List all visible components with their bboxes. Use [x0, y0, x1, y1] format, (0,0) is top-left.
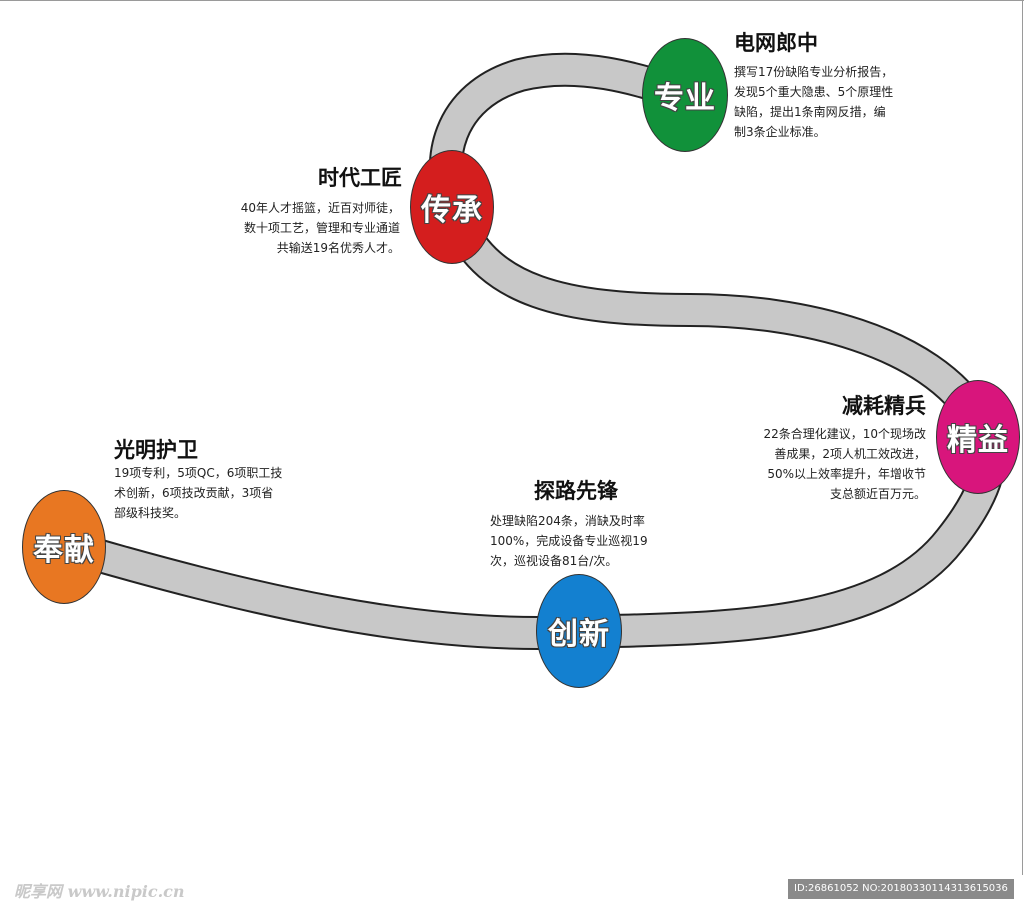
section-title-shidai: 时代工匠 — [318, 166, 402, 190]
section-desc-guangming: 19项专利，5项QC，6项职工技 术创新，6项技改贡献，3项省 部级科技奖。 — [114, 463, 282, 523]
desc-line: 40年人才摇篮，近百对师徒， — [240, 201, 400, 215]
desc-line: 善成果，2项人机工效改进， — [774, 447, 926, 461]
frame-right-border — [1022, 0, 1023, 875]
section-title-dianwang: 电网郎中 — [734, 31, 818, 55]
desc-line: 次，巡视设备81台/次。 — [490, 554, 618, 568]
desc-line: 共输送19名优秀人才。 — [276, 241, 400, 255]
section-desc-dianwang: 撰写17份缺陷专业分析报告， 发现5个重大隐患、5个原理性 缺陷，提出1条南网反… — [734, 62, 893, 142]
node-fengxian: 奉献 — [22, 490, 106, 604]
desc-line: 缺陷，提出1条南网反措，编 — [734, 105, 886, 119]
desc-line: 发现5个重大隐患、5个原理性 — [734, 85, 894, 99]
desc-line: 100%，完成设备专业巡视19 — [490, 534, 648, 548]
node-jingyi: 精益 — [936, 380, 1020, 494]
watermark-logo: 昵享网 www.nipic.cn — [14, 882, 185, 901]
desc-line: 50%以上效率提升，年增收节 — [767, 467, 926, 481]
node-chuancheng: 传承 — [410, 150, 494, 264]
desc-line: 数十项工艺，管理和专业通道 — [243, 221, 400, 235]
section-title-tanlu: 探路先锋 — [534, 479, 618, 503]
frame-top-border — [0, 0, 1024, 1]
section-desc-tanlu: 处理缺陷204条，消缺及时率 100%，完成设备专业巡视19 次，巡视设备81台… — [490, 511, 648, 571]
node-chuangxin: 创新 — [536, 574, 622, 688]
desc-line: 部级科技奖。 — [114, 506, 187, 520]
section-desc-shidai: 40年人才摇篮，近百对师徒， 数十项工艺，管理和专业通道 共输送19名优秀人才。 — [204, 198, 400, 258]
desc-line: 22条合理化建议，10个现场改 — [763, 427, 926, 441]
desc-line: 处理缺陷204条，消缺及时率 — [490, 514, 645, 528]
node-zhuanye: 专业 — [642, 38, 728, 152]
watermark-id-bar: ID:26861052 NO:20180330114313615036 — [788, 879, 1014, 899]
desc-line: 制3条企业标准。 — [734, 125, 826, 139]
desc-line: 术创新，6项技改贡献，3项省 — [114, 486, 274, 500]
section-title-guangming: 光明护卫 — [114, 438, 198, 462]
section-title-jianhao: 减耗精兵 — [842, 394, 926, 418]
desc-line: 19项专利，5项QC，6项职工技 — [114, 466, 283, 480]
desc-line: 撰写17份缺陷专业分析报告， — [734, 65, 894, 79]
section-desc-jianhao: 22条合理化建议，10个现场改 善成果，2项人机工效改进， 50%以上效率提升，… — [736, 424, 926, 504]
desc-line: 支总额近百万元。 — [829, 487, 926, 501]
